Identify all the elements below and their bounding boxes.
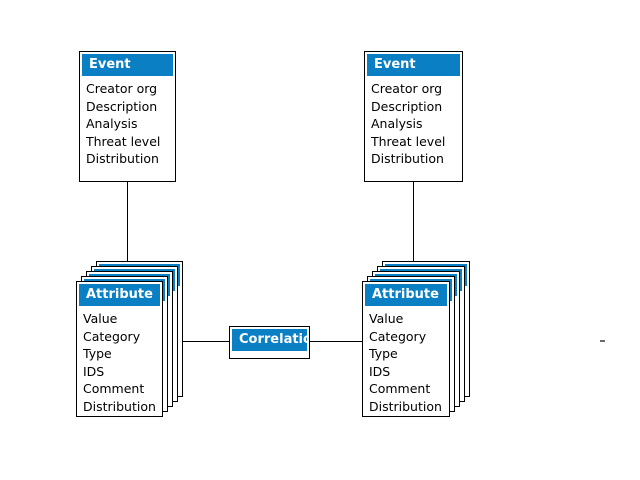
event-right-field-description: Description — [371, 98, 443, 114]
attribute-left-fields: Value Category Type IDS Comment Distribu… — [77, 306, 162, 419]
attribute-left-field-value: Value — [83, 311, 118, 326]
event-right-field-creator-org: Creator org — [371, 81, 443, 96]
attribute-left-card[interactable]: Attribute Value Category Type IDS Commen… — [76, 281, 163, 417]
attribute-right-header: Attribute — [365, 284, 447, 306]
event-left-field-distribution: Distribution — [86, 151, 159, 166]
event-left-field-analysis: Analysis — [86, 116, 138, 131]
correlation-header: Correlation — [232, 329, 307, 351]
event-left-card[interactable]: Event Creator org Description Analysis T… — [79, 51, 176, 182]
attribute-left-header: Attribute — [79, 284, 160, 306]
attribute-right-stack[interactable]: Attribute Value Category Type IDS Commen… — [362, 261, 470, 417]
event-left-fields: Creator org Description Analysis Threat … — [80, 76, 175, 172]
event-right-field-threat-level: Threat level — [371, 133, 446, 149]
attribute-right-field-ids: IDS — [369, 363, 391, 379]
attribute-right-card[interactable]: Attribute Value Category Type IDS Commen… — [362, 281, 450, 417]
connector-event-right-to-attribute-right — [413, 182, 414, 281]
event-left-field-creator-org: Creator org — [86, 81, 158, 96]
attribute-right-field-comment: Comment — [369, 381, 431, 396]
attribute-right-field-value: Value — [369, 311, 404, 326]
event-left-header: Event — [82, 54, 173, 76]
event-left-field-threat-level: Threat level — [86, 133, 161, 149]
attribute-right-fields: Value Category Type IDS Comment Distribu… — [363, 306, 449, 419]
event-right-field-distribution: Distribution — [371, 151, 444, 166]
event-right-field-analysis: Analysis — [371, 116, 423, 131]
correlation-card[interactable]: Correlation — [229, 326, 310, 359]
attribute-left-field-ids: IDS — [83, 363, 105, 379]
attribute-left-field-distribution: Distribution — [83, 398, 156, 414]
attribute-left-field-category: Category — [83, 328, 141, 344]
connector-correlation-to-attribute-right — [310, 341, 362, 342]
attribute-left-field-type: Type — [83, 346, 112, 361]
event-right-card[interactable]: Event Creator org Description Analysis T… — [364, 51, 463, 182]
connector-attribute-left-to-correlation — [183, 341, 229, 342]
attribute-right-field-distribution: Distribution — [369, 398, 442, 414]
attribute-left-stack[interactable]: Attribute Value Category Type IDS Commen… — [76, 261, 183, 417]
attribute-right-field-category: Category — [369, 328, 427, 344]
event-left-field-description: Description — [86, 98, 158, 114]
attribute-left-field-comment: Comment — [83, 381, 145, 396]
attribute-right-field-type: Type — [369, 346, 398, 361]
connector-event-left-to-attribute-left — [127, 182, 128, 281]
event-right-fields: Creator org Description Analysis Threat … — [365, 76, 462, 172]
event-right-header: Event — [367, 54, 460, 76]
stray-speck — [600, 340, 605, 342]
